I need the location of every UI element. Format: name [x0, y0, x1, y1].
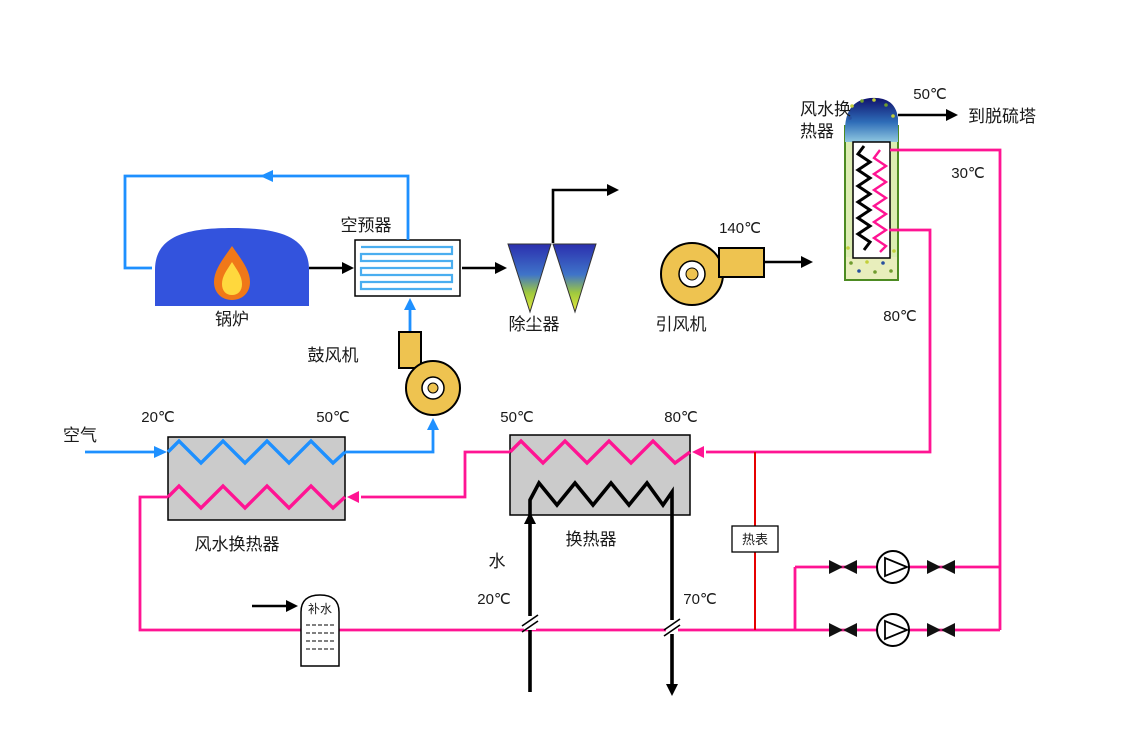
pump-rotor [884, 556, 910, 578]
boiler-label: 锅炉 [215, 310, 249, 329]
dust-outlet-line [551, 188, 607, 243]
valve-icon [927, 623, 941, 637]
tower-water-coil [871, 149, 889, 253]
flue-gas-hx-tower [844, 97, 899, 281]
valve-icon [843, 560, 857, 574]
tower-gas-coil [855, 145, 873, 251]
left-hx-water-coil [166, 483, 347, 511]
temp-mid-hx-right: 80℃ [664, 409, 698, 426]
arrow-to-desulfurization [946, 109, 958, 121]
arrow-boiler-out [342, 262, 354, 274]
flue-gas-lines [252, 113, 946, 608]
arrow-air-to-blower [427, 418, 439, 430]
tank-body [300, 594, 340, 667]
flow-arrows [154, 109, 958, 696]
break-mask [524, 616, 536, 630]
mid-to-left-hx-line [361, 450, 510, 499]
tank-water-lines [306, 624, 334, 650]
valve-icon [829, 560, 843, 574]
mid-hx-water-coil [508, 438, 692, 466]
flame-inner [222, 262, 242, 295]
temp-tower-return: 30℃ [951, 165, 985, 182]
air-to-blower-line [345, 430, 435, 454]
air-coil [166, 438, 347, 466]
arrow-air-in [154, 446, 167, 458]
arrow-into-left-hx [347, 491, 359, 503]
pipe-break-marks [521, 614, 681, 637]
break-mask [666, 620, 678, 634]
valve-icon [941, 560, 955, 574]
temp-air-out: 50℃ [316, 409, 350, 426]
makeup-water-tank [300, 594, 340, 667]
tower-speckles [846, 98, 896, 274]
temp-tower-supply: 80℃ [883, 308, 917, 325]
air-preheater-label: 空预器 [341, 216, 392, 235]
arrow-blower-out [404, 298, 416, 310]
tower-label-line2: 热器 [800, 122, 834, 141]
pump-icon [876, 613, 910, 647]
valve-icon [927, 560, 941, 574]
id-fan-hub [685, 267, 699, 281]
arrow-supply-into-hx [692, 446, 704, 458]
blower-fan [398, 331, 461, 416]
labels: 锅炉 空预器 鼓风机 除尘器 引风机 风水换热器 换热器 热表 补水 风水换 热… [63, 86, 1036, 616]
makeup-water-label: 补水 [308, 602, 332, 616]
valve-icon [843, 623, 857, 637]
water-line [528, 479, 674, 692]
pump-icon [876, 550, 910, 584]
dust-collector [507, 243, 597, 314]
preheated-air-recirc-line [123, 174, 410, 270]
heat-meter-box [731, 525, 779, 553]
valve-icon [941, 623, 955, 637]
water-stream-label: 水 [489, 552, 506, 571]
induced-draft-fan [660, 242, 765, 306]
air-water-hx-label: 风水换热器 [195, 535, 280, 554]
arrow-makeup-in [286, 600, 298, 612]
dust-funnel-1 [507, 243, 552, 314]
tower-gas-plume [845, 97, 898, 142]
to-desulfurization-label: 到脱硫塔 [968, 107, 1036, 126]
temp-fan-outlet: 140℃ [719, 220, 761, 237]
return-bottom-line [138, 495, 795, 632]
tower-supply-line [706, 228, 932, 454]
id-fan-duct [718, 247, 765, 278]
heat-exchanger-label: 换热器 [566, 530, 617, 549]
preheater-coil [359, 245, 454, 291]
arrow-water-out [666, 684, 678, 696]
temp-mid-hx-left: 50℃ [500, 409, 534, 426]
air-stream-label: 空气 [63, 426, 97, 445]
valve-icon [829, 623, 843, 637]
id-fan-label: 引风机 [656, 315, 707, 334]
temp-air-in: 20℃ [141, 409, 175, 426]
arrow-water-in [524, 512, 536, 524]
tower-label-line1: 风水换 [800, 100, 851, 119]
blower-duct [398, 331, 422, 369]
arrow-to-tower [801, 256, 813, 268]
boiler [155, 228, 309, 306]
dust-collector-label: 除尘器 [509, 315, 560, 334]
tower-return-riser [890, 148, 1002, 630]
heat-meter-label: 热表 [742, 532, 768, 547]
temp-water-in: 20℃ [477, 591, 511, 608]
arrow-dust-out [607, 184, 619, 196]
blower-label: 鼓风机 [308, 346, 359, 365]
air-lines [85, 174, 435, 454]
temp-tower-gas-out: 50℃ [913, 86, 947, 103]
arrow-to-dust [495, 262, 507, 274]
pump-rotor [884, 619, 910, 641]
temp-water-out: 70℃ [683, 591, 717, 608]
arrow-recirc-left [260, 170, 273, 182]
pump-valve-group [829, 550, 955, 647]
tower-bottom-band [846, 257, 897, 279]
dust-funnel-2 [552, 243, 597, 314]
blower-hub [427, 382, 439, 394]
